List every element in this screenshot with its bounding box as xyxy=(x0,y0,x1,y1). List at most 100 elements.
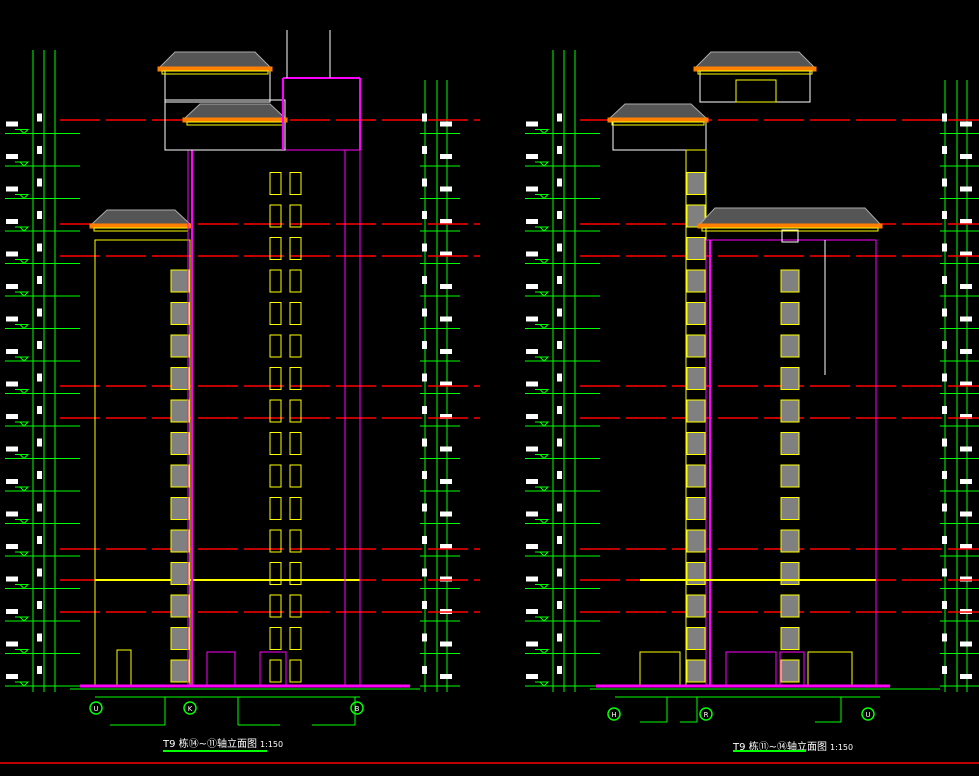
dimension-label xyxy=(422,536,427,544)
window xyxy=(780,334,800,358)
level-label xyxy=(440,381,452,387)
dimension-label xyxy=(942,178,947,187)
right-penthouse xyxy=(699,69,811,103)
dimension-label xyxy=(942,406,947,414)
right-main-roof xyxy=(698,207,882,225)
dimension-label xyxy=(37,308,42,317)
dimension-label xyxy=(942,438,947,447)
window xyxy=(780,594,800,618)
level-triangle-icon xyxy=(18,616,30,622)
dimension-label xyxy=(422,146,427,154)
right-penthouse-roof xyxy=(694,51,816,68)
level-triangle-icon xyxy=(538,161,550,167)
dimension-label xyxy=(422,568,427,577)
level-label xyxy=(526,284,538,289)
dimension-label xyxy=(37,178,42,187)
dimension-label xyxy=(557,146,562,154)
dimension-label xyxy=(37,503,42,512)
level-triangle-icon xyxy=(538,226,550,232)
level-triangle-icon xyxy=(18,584,30,590)
dimension-label xyxy=(942,633,947,642)
dimension-label xyxy=(942,308,947,317)
window xyxy=(780,464,800,488)
level-triangle-icon xyxy=(18,291,30,297)
level-label xyxy=(526,349,538,354)
window xyxy=(269,269,282,293)
level-label xyxy=(960,674,972,679)
window xyxy=(269,367,282,390)
dimension-label xyxy=(557,471,562,479)
level-triangle-icon xyxy=(538,519,550,525)
level-label xyxy=(6,121,18,127)
dimension-label xyxy=(557,341,562,349)
left-title-underline xyxy=(163,750,267,752)
dimension-label xyxy=(557,308,562,317)
axis-bubble xyxy=(89,701,103,715)
dimension-label xyxy=(37,568,42,577)
window xyxy=(289,172,302,195)
dimension-label xyxy=(942,243,947,252)
level-triangle-icon xyxy=(538,129,550,135)
level-label xyxy=(6,251,18,257)
window xyxy=(170,334,190,358)
level-triangle-icon xyxy=(538,356,550,362)
dimension-label xyxy=(37,601,42,609)
right-top-wing-roof-eave xyxy=(607,117,709,123)
window xyxy=(170,432,190,455)
right-top-wing-roof xyxy=(608,103,708,119)
level-label xyxy=(440,316,452,322)
dimension-label xyxy=(557,406,562,414)
dimension-label xyxy=(37,438,42,447)
level-label xyxy=(960,576,972,582)
stair-tower-roof xyxy=(183,103,287,119)
level-triangle-icon xyxy=(538,649,550,655)
level-label xyxy=(526,186,538,192)
dimension-label xyxy=(557,113,562,122)
level-label xyxy=(526,576,538,582)
level-label xyxy=(6,674,18,679)
window xyxy=(686,497,706,520)
level-label xyxy=(440,414,452,419)
window xyxy=(289,334,302,358)
level-label xyxy=(6,284,18,289)
window xyxy=(780,659,800,683)
level-label xyxy=(6,446,18,452)
window xyxy=(289,237,302,260)
window xyxy=(289,302,302,325)
axis-bubble xyxy=(699,707,713,721)
level-label xyxy=(6,609,18,614)
level-label xyxy=(526,251,538,257)
window xyxy=(780,627,800,650)
dimension-label xyxy=(422,276,427,284)
level-label xyxy=(440,186,452,192)
penthouse-roof-eave xyxy=(157,66,273,72)
window xyxy=(686,204,706,228)
left-wing-roof-fascia xyxy=(93,227,189,232)
level-label xyxy=(6,154,18,159)
level-triangle-icon xyxy=(538,584,550,590)
window xyxy=(269,204,282,228)
window xyxy=(289,367,302,390)
window xyxy=(289,497,302,520)
window xyxy=(289,464,302,488)
dimension-label xyxy=(37,471,42,479)
level-label xyxy=(960,641,972,647)
level-label xyxy=(6,511,18,517)
level-label xyxy=(960,479,972,484)
dimension-label xyxy=(557,243,562,252)
level-triangle-icon xyxy=(18,356,30,362)
level-triangle-icon xyxy=(538,454,550,460)
window xyxy=(170,562,190,585)
window xyxy=(780,432,800,455)
stair-tower-roof-eave xyxy=(182,117,288,123)
right-entrance-door xyxy=(807,651,853,687)
dimension-label xyxy=(422,406,427,414)
window xyxy=(289,204,302,228)
dimension-label xyxy=(557,601,562,609)
window xyxy=(780,399,800,423)
level-label xyxy=(440,641,452,647)
level-label xyxy=(440,219,452,224)
window xyxy=(170,529,190,553)
